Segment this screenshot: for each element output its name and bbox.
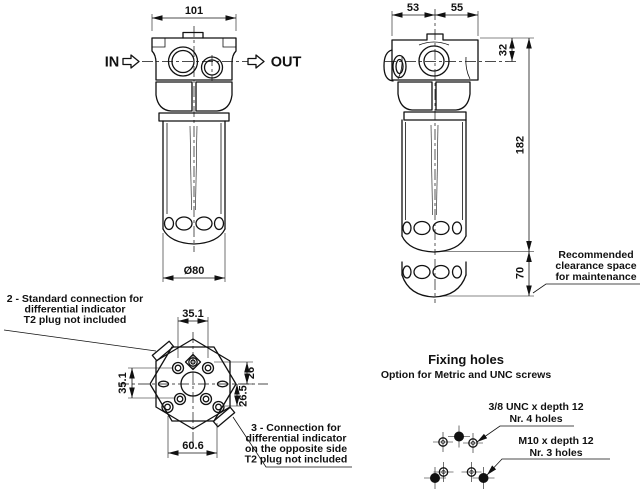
dim-bottom-width-label: 60.6 <box>182 440 203 452</box>
note-opposite-connection: 3 - Connection for differential indicato… <box>232 416 352 468</box>
head-top-boss <box>182 31 204 39</box>
dim-side-53-label: 53 <box>407 2 419 14</box>
unc-note-line2: Nr. 4 holes <box>509 413 562 425</box>
note2-line1: 2 - Standard connection for <box>7 293 144 305</box>
note2-line3: T2 plug not included <box>24 314 127 326</box>
m10-holes <box>424 425 495 489</box>
indicator-connection-2-tab <box>151 340 175 362</box>
out-label: OUT <box>271 55 302 71</box>
indicator-connection-3-tab <box>212 406 236 428</box>
indicator-port-oval <box>392 54 407 79</box>
side-head-body <box>391 33 479 81</box>
note3-line3: on the opposite side <box>245 443 347 455</box>
note-standard-connection: 2 - Standard connection for differential… <box>3 293 157 352</box>
bowl-bottom <box>162 228 226 245</box>
note3-line1: 3 - Connection for <box>251 422 341 434</box>
hex-nut-right <box>195 81 233 112</box>
out-arrow-icon <box>247 54 265 69</box>
side-view: 53 55 <box>383 2 640 303</box>
center-bore <box>180 371 206 397</box>
fixing-holes-title: Fixing holes <box>428 352 504 367</box>
unc-note: 3/8 UNC x depth 12 Nr. 4 holes <box>476 401 584 443</box>
clearance-note-line3: for maintenance <box>555 271 636 283</box>
head-body <box>151 37 237 81</box>
front-view: 101 IN OUT <box>105 5 302 282</box>
dim-clearance-label: 70 <box>515 267 527 279</box>
indicator-boss <box>383 49 394 82</box>
m10-note-line2: Nr. 3 holes <box>529 447 582 459</box>
dim-side-55-label: 55 <box>451 2 463 14</box>
bolt-holes <box>161 361 225 414</box>
dim-front-width-label: 101 <box>185 5 203 17</box>
left-slot <box>157 380 170 388</box>
dim-port-height-label: 32 <box>498 44 510 56</box>
fixing-holes-detail: Fixing holes Option for Metric and UNC s… <box>381 352 610 489</box>
hex-outline-b <box>149 346 237 422</box>
note3-line4: T2 plug not included <box>245 454 348 466</box>
right-slot <box>216 380 229 388</box>
in-port-circle <box>167 46 199 77</box>
side-port-circle <box>418 45 450 77</box>
clearance-note-line1: Recommended <box>558 249 633 261</box>
note2-line2: differential indicator <box>25 304 126 316</box>
dim-bowl-diameter-label: Ø80 <box>184 265 205 277</box>
m10-note: M10 x depth 12 Nr. 3 holes <box>486 435 610 476</box>
fixing-holes-subtitle: Option for Metric and UNC screws <box>381 369 552 381</box>
unc-holes <box>433 432 483 482</box>
unc-note-line1: 3/8 UNC x depth 12 <box>488 401 583 413</box>
clearance-note: Recommended clearance space for maintena… <box>532 249 640 294</box>
m10-note-line1: M10 x depth 12 <box>518 435 593 447</box>
in-arrow-icon <box>122 54 140 69</box>
clearance-ghost-bowl <box>401 261 467 298</box>
clearance-note-line2: clearance space <box>555 260 636 272</box>
hex-outline-a <box>155 338 231 430</box>
dim-right-upper-label: 26 <box>245 367 257 379</box>
top-bolt-pad <box>184 353 202 371</box>
dim-right-lower-label: 26.5 <box>238 385 250 406</box>
bottom-view: 35.1 35.1 26 26.5 60.6 2 - Standard conn… <box>3 293 352 468</box>
hex-nut-left <box>155 81 193 112</box>
dim-left-bolts-label: 35.1 <box>117 372 129 393</box>
dim-top-bolts-label: 35.1 <box>182 308 203 320</box>
in-label: IN <box>105 55 120 71</box>
note3-line2: differential indicator <box>246 433 347 445</box>
dim-body-height-label: 182 <box>515 136 527 154</box>
out-port-circle <box>200 56 224 79</box>
